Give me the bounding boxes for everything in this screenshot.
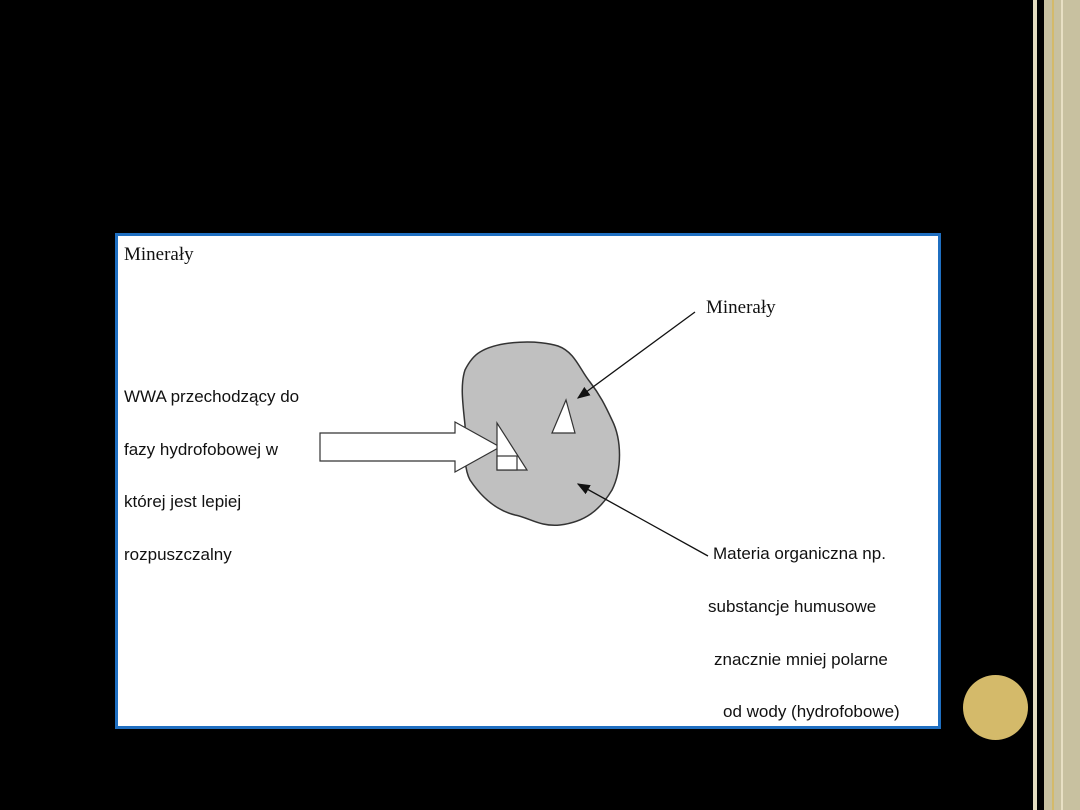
right-text-line: Materia organiczna np. [713,544,886,563]
corner-label: Minerały [124,244,194,265]
diagram-graphic [319,311,709,557]
side-stripe-light [1033,0,1037,810]
diagram-box: Minerały Minerały WWA przechodzący do fa… [115,233,941,729]
side-stripe-gold [1052,0,1054,810]
left-text-line: fazy hydrofobowej w [124,440,279,459]
mineral-triangle [551,398,576,434]
left-text-line: której jest lepiej [124,492,242,511]
block-arrow [319,420,502,474]
pah-rect [496,455,518,471]
organic-pointer-arrow [576,483,709,557]
minerals-label: Minerały [706,297,776,318]
organic-matter-blob [461,341,621,527]
right-text-line: substancje humusowe [708,597,877,616]
right-text-line: od wody (hydrofobowe) [723,702,900,721]
minerals-pointer-arrow [576,311,696,399]
left-text-line: rozpuszczalny [124,545,232,564]
decorative-circle [963,675,1028,740]
left-text-line: WWA przechodzący do [124,387,300,406]
side-stripe-pale [1061,0,1063,810]
right-text-line: znacznie mniej polarne [714,650,888,669]
